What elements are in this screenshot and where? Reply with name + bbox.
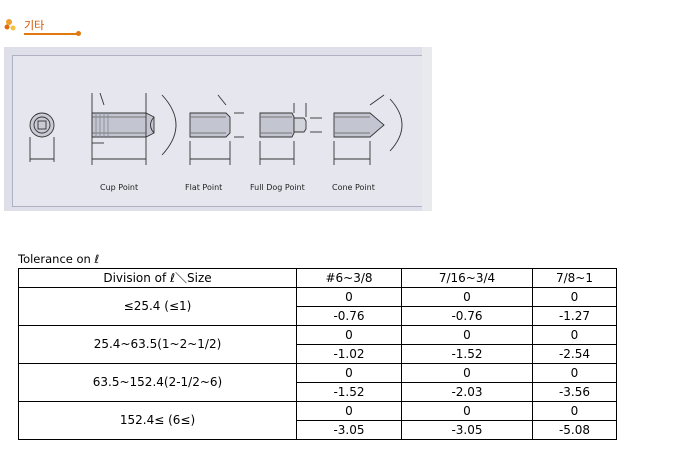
column-header: 7/8~1 bbox=[532, 268, 617, 288]
division-cell: 152.4≤ (6≤) bbox=[18, 401, 297, 440]
flat-point-label: Flat Point bbox=[185, 183, 223, 192]
upper-tolerance-cell: 0 bbox=[401, 287, 533, 307]
division-cell: ≤25.4 (≤1) bbox=[18, 287, 297, 326]
lower-tolerance-cell: -2.03 bbox=[401, 382, 533, 402]
section-header: 기타 bbox=[4, 16, 81, 36]
full-dog-point-label: Full Dog Point bbox=[250, 183, 305, 192]
lower-tolerance-cell: -1.27 bbox=[532, 306, 617, 326]
lower-tolerance-cell: -1.52 bbox=[296, 382, 402, 402]
cup-point-drawing bbox=[91, 92, 177, 165]
table-row: -3.05 -3.05 -5.08 bbox=[19, 420, 617, 440]
lower-tolerance-cell: -3.56 bbox=[532, 382, 617, 402]
tolerance-table: Division of ℓ＼Size #6~3/8 7/16~3/4 7/8~1… bbox=[18, 268, 617, 440]
division-cell: 63.5~152.4(2-1/2~6) bbox=[18, 363, 297, 402]
division-cell: 25.4~63.5(1~2~1/2) bbox=[18, 325, 297, 364]
table-row: 25.4~63.5(1~2~1/2) 0 0 0 bbox=[18, 325, 617, 364]
table-row: -0.76 -0.76 -1.27 bbox=[19, 306, 617, 326]
table-row: 63.5~152.4(2-1/2~6) 0 0 0 bbox=[18, 363, 617, 402]
lower-tolerance-cell: -3.05 bbox=[296, 420, 402, 440]
section-title: 기타 bbox=[24, 19, 45, 32]
column-header: Division of ℓ＼Size bbox=[18, 268, 297, 288]
lower-tolerance-cell: -3.05 bbox=[401, 420, 533, 440]
lower-tolerance-cell: -5.08 bbox=[532, 420, 617, 440]
column-header: 7/16~3/4 bbox=[401, 268, 533, 288]
set-screw-points-figure: Cup Point Flat Point Full Dog Point Cone… bbox=[4, 47, 432, 211]
lower-tolerance-cell: -1.52 bbox=[401, 344, 533, 364]
upper-tolerance-cell: 0 bbox=[532, 401, 617, 421]
flower-bullet-icon bbox=[4, 19, 16, 31]
cup-point-label: Cup Point bbox=[100, 183, 139, 192]
table-row: ≤25.4 (≤1) 0 0 0 bbox=[18, 287, 617, 326]
column-header: #6~3/8 bbox=[296, 268, 402, 288]
upper-tolerance-cell: 0 bbox=[532, 325, 617, 345]
figure-edge-strip bbox=[422, 47, 432, 211]
table-row: -1.02 -1.52 -2.54 bbox=[19, 344, 617, 364]
full-dog-point-drawing bbox=[259, 103, 322, 165]
upper-tolerance-cell: 0 bbox=[296, 363, 402, 383]
upper-tolerance-cell: 0 bbox=[401, 363, 533, 383]
title-underline bbox=[24, 33, 80, 35]
table-header-row: Division of ℓ＼Size #6~3/8 7/16~3/4 7/8~1 bbox=[18, 268, 617, 288]
table-row: -1.52 -2.03 -3.56 bbox=[19, 382, 617, 402]
upper-tolerance-cell: 0 bbox=[296, 287, 402, 307]
flat-point-drawing bbox=[189, 94, 244, 165]
lower-tolerance-cell: -2.54 bbox=[532, 344, 617, 364]
cone-point-drawing bbox=[333, 94, 403, 165]
upper-tolerance-cell: 0 bbox=[401, 401, 533, 421]
cone-point-label: Cone Point bbox=[332, 183, 375, 192]
upper-tolerance-cell: 0 bbox=[532, 363, 617, 383]
upper-tolerance-cell: 0 bbox=[296, 401, 402, 421]
table-row: 152.4≤ (6≤) 0 0 0 bbox=[18, 401, 617, 440]
lower-tolerance-cell: -0.76 bbox=[401, 306, 533, 326]
upper-tolerance-cell: 0 bbox=[401, 325, 533, 345]
lower-tolerance-cell: -0.76 bbox=[296, 306, 402, 326]
tolerance-caption: Tolerance on ℓ bbox=[18, 252, 100, 266]
title-underline-dot bbox=[76, 31, 81, 36]
lower-tolerance-cell: -1.02 bbox=[296, 344, 402, 364]
upper-tolerance-cell: 0 bbox=[296, 325, 402, 345]
set-screw-drawing bbox=[29, 92, 403, 165]
end-view-drawing bbox=[29, 112, 55, 162]
upper-tolerance-cell: 0 bbox=[532, 287, 617, 307]
